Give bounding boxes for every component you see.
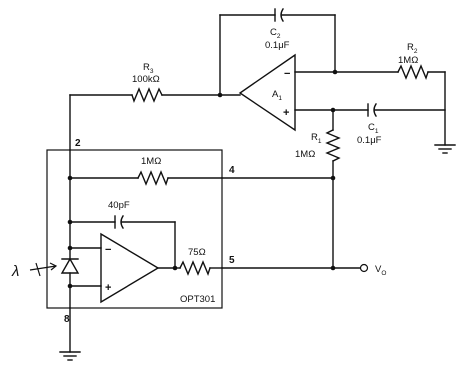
op-amp-a1: A1 − + bbox=[238, 53, 296, 132]
inner-amp-minus-sign: − bbox=[105, 244, 111, 256]
c2-value: 0.1μF bbox=[265, 40, 290, 51]
resistor-rf-1mohm bbox=[137, 170, 169, 186]
rout-value: 75Ω bbox=[188, 247, 206, 258]
ground-symbol-right bbox=[434, 144, 456, 154]
capacitor-cf-40pf bbox=[114, 215, 124, 229]
capacitor-c1 bbox=[367, 103, 377, 117]
c1-value: 0.1μF bbox=[357, 135, 382, 146]
cf-value: 40pF bbox=[108, 200, 130, 211]
pin-8-label: 8 bbox=[64, 314, 70, 325]
resistor-rout-75ohm bbox=[179, 260, 211, 276]
r1-pin4-junction bbox=[330, 175, 336, 181]
pin-2-label: 2 bbox=[75, 138, 81, 149]
op-amp-inner: − + bbox=[100, 232, 160, 304]
light-lambda-symbol: λ bbox=[11, 263, 19, 280]
pin-5-label: 5 bbox=[229, 255, 235, 266]
r2-label: R2 bbox=[407, 42, 418, 55]
photodiode bbox=[60, 247, 80, 287]
inner-amp-plus-sign: + bbox=[105, 282, 111, 294]
r2-value: 1MΩ bbox=[398, 55, 418, 66]
a1-plus-sign: + bbox=[283, 107, 289, 119]
resistor-r2 bbox=[397, 64, 429, 80]
a1-minus-sign: − bbox=[284, 68, 290, 80]
ground-symbol-left bbox=[59, 351, 81, 361]
c2-label: C2 bbox=[270, 27, 281, 40]
opt301-label: OPT301 bbox=[180, 294, 215, 305]
r3-value: 100kΩ bbox=[132, 74, 160, 85]
r3-label: R3 bbox=[143, 62, 154, 75]
capacitor-c2 bbox=[274, 8, 284, 22]
output-terminal bbox=[359, 263, 369, 273]
r1-label: R1 bbox=[311, 132, 322, 145]
resistor-r1 bbox=[325, 129, 341, 162]
resistor-r3 bbox=[131, 87, 163, 103]
rf-value: 1MΩ bbox=[141, 156, 161, 167]
r1-value: 1MΩ bbox=[295, 149, 315, 160]
output-label: VO bbox=[375, 264, 386, 277]
pin-4-label: 4 bbox=[229, 165, 235, 176]
c1-label: C1 bbox=[368, 122, 379, 135]
a1-label: A1 bbox=[272, 89, 282, 102]
light-arrow-icon bbox=[29, 262, 58, 277]
opt301-package-outline bbox=[46, 149, 223, 309]
